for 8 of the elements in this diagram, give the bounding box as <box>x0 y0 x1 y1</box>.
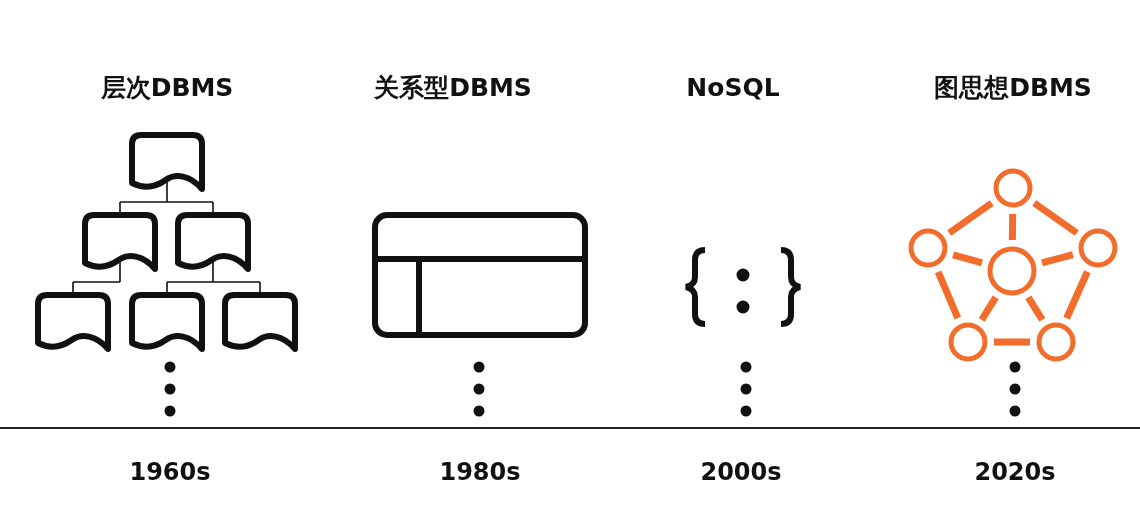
era-title: NoSQL <box>686 73 780 103</box>
era-title: 关系型DBMS <box>374 73 532 103</box>
decade-label: 2000s <box>700 458 782 486</box>
decade-label: 1960s <box>129 458 211 486</box>
era-title: 层次DBMS <box>100 73 234 103</box>
decade-label: 1980s <box>439 458 521 486</box>
decade-label: 2020s <box>974 458 1056 486</box>
era-title: 图思想DBMS <box>934 73 1092 103</box>
